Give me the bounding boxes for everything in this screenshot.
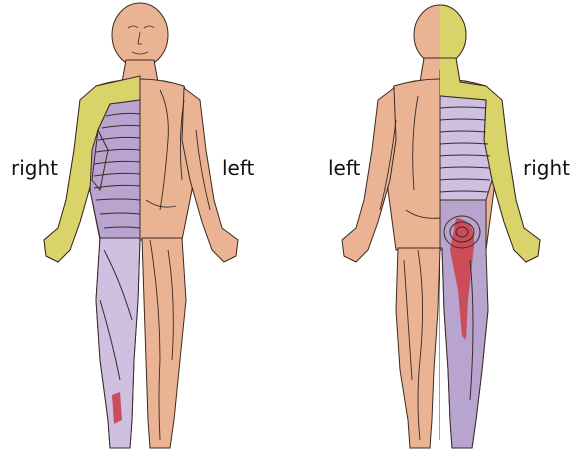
front-figure: [44, 3, 238, 448]
back-right-label: right: [523, 158, 570, 178]
front-right-dermatomes: [44, 76, 140, 448]
back-left-label: left: [328, 158, 360, 178]
front-left-label: left: [222, 158, 254, 178]
front-right-label: right: [11, 158, 58, 178]
back-figure: [342, 5, 540, 448]
